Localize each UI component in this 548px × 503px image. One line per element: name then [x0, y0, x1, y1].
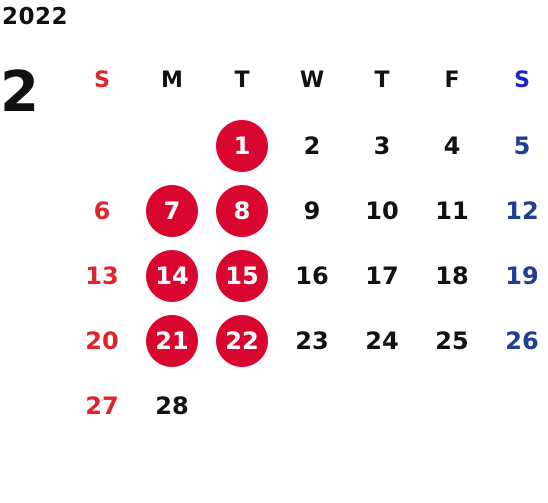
empty-day-cell — [487, 373, 548, 438]
day-cell: 23 — [277, 308, 347, 373]
day-cell: 18 — [417, 243, 487, 308]
day-cell: 12 — [487, 178, 548, 243]
week-row: 20 21 22 23 24 25 26 — [67, 308, 548, 373]
day-cell: 24 — [347, 308, 417, 373]
day-number: 28 — [155, 391, 189, 420]
day-cell: 8 — [207, 178, 277, 243]
weekday-friday: F — [444, 68, 460, 93]
day-cell: 5 — [487, 113, 548, 178]
day-number: 3 — [373, 131, 391, 160]
day-cell: 17 — [347, 243, 417, 308]
day-number: 26 — [505, 326, 539, 355]
day-cell: 13 — [67, 243, 137, 308]
day-cell: 11 — [417, 178, 487, 243]
day-number: 11 — [435, 196, 469, 225]
day-number: 17 — [365, 261, 399, 290]
day-number: 12 — [505, 196, 539, 225]
day-number: 19 — [505, 261, 539, 290]
empty-day-cell — [277, 373, 347, 438]
empty-day-cell — [67, 113, 137, 178]
day-number: 9 — [303, 196, 321, 225]
weekday-sunday: S — [94, 68, 110, 93]
day-number: 16 — [295, 261, 329, 290]
day-cell: 10 — [347, 178, 417, 243]
highlighted-day-number: 21 — [146, 314, 198, 367]
day-cell: 25 — [417, 308, 487, 373]
weekday-tuesday: T — [234, 68, 250, 93]
highlighted-day-number: 22 — [216, 314, 268, 367]
week-row: 27 28 — [67, 373, 548, 438]
weekday-wednesday: W — [299, 68, 325, 93]
month-number: 2 — [0, 60, 39, 125]
day-number: 4 — [443, 131, 461, 160]
weekday-header-row: S M T W T F S — [67, 48, 548, 113]
day-cell: 14 — [137, 243, 207, 308]
day-number: 18 — [435, 261, 469, 290]
year-label: 2022 — [2, 4, 69, 30]
day-cell: 4 — [417, 113, 487, 178]
highlighted-day-number: 8 — [216, 184, 268, 237]
day-cell: 22 — [207, 308, 277, 373]
day-cell: 15 — [207, 243, 277, 308]
day-number: 2 — [303, 131, 321, 160]
day-cell: 27 — [67, 373, 137, 438]
day-cell: 21 — [137, 308, 207, 373]
day-cell: 16 — [277, 243, 347, 308]
empty-day-cell — [417, 373, 487, 438]
empty-day-cell — [347, 373, 417, 438]
day-cell: 7 — [137, 178, 207, 243]
weekday-saturday: S — [514, 68, 530, 93]
day-number: 27 — [85, 391, 119, 420]
day-number: 6 — [93, 196, 111, 225]
highlighted-day-number: 1 — [216, 119, 268, 172]
highlighted-day-number: 7 — [146, 184, 198, 237]
day-number: 5 — [513, 131, 531, 160]
week-row: 1 2 3 4 5 — [67, 113, 548, 178]
day-cell: 26 — [487, 308, 548, 373]
day-cell: 2 — [277, 113, 347, 178]
week-row: 13 14 15 16 17 18 19 — [67, 243, 548, 308]
day-cell: 6 — [67, 178, 137, 243]
weekday-thursday: T — [374, 68, 390, 93]
day-cell: 19 — [487, 243, 548, 308]
day-number: 24 — [365, 326, 399, 355]
highlighted-day-number: 14 — [146, 249, 198, 302]
day-number: 10 — [365, 196, 399, 225]
day-cell: 3 — [347, 113, 417, 178]
empty-day-cell — [137, 113, 207, 178]
day-cell: 20 — [67, 308, 137, 373]
day-number: 20 — [85, 326, 119, 355]
day-cell: 28 — [137, 373, 207, 438]
day-cell: 1 — [207, 113, 277, 178]
highlighted-day-number: 15 — [216, 249, 268, 302]
weekday-monday: M — [161, 68, 183, 93]
day-number: 13 — [85, 261, 119, 290]
day-cell: 9 — [277, 178, 347, 243]
day-number: 25 — [435, 326, 469, 355]
day-number: 23 — [295, 326, 329, 355]
empty-day-cell — [207, 373, 277, 438]
